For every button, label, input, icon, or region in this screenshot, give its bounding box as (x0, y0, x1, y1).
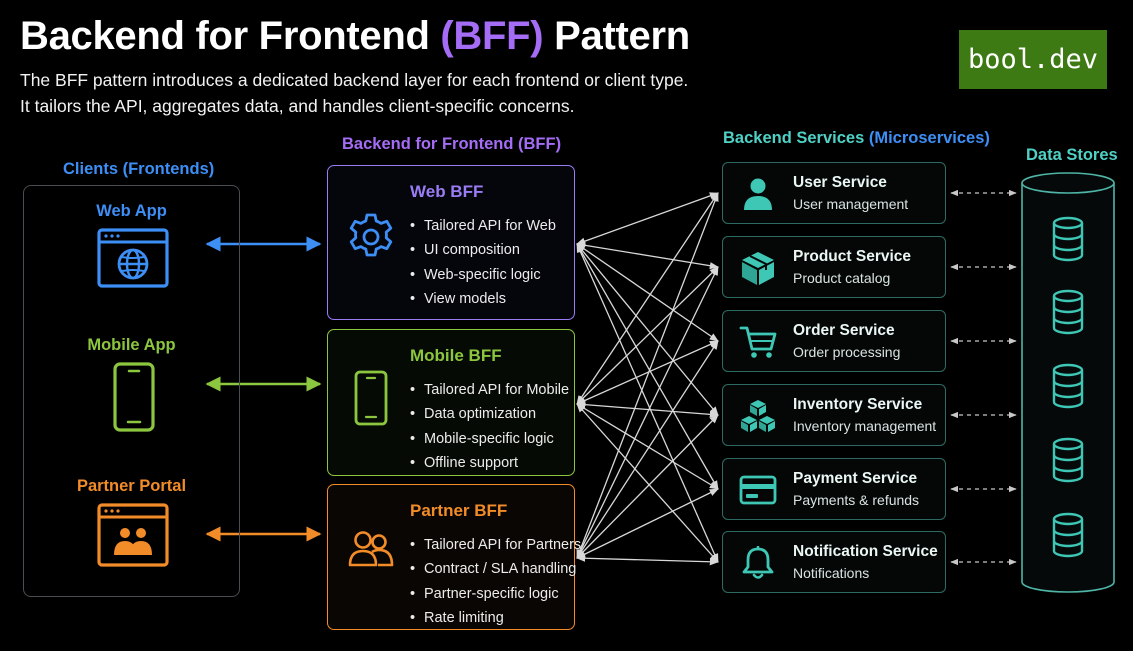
service-desc: Payments & refunds (793, 492, 920, 508)
database-icon (1052, 363, 1084, 409)
clients-heading: Clients (Frontends) (63, 160, 215, 178)
partner-bff-list: Tailored API for Partners Contract / SLA… (410, 535, 581, 632)
service-desc: Inventory management (793, 418, 937, 434)
clients-panel (23, 185, 240, 597)
service-desc: Order processing (793, 344, 901, 360)
list-item: View models (410, 289, 556, 313)
list-item: Rate limiting (410, 608, 581, 632)
client-label-partner: Partner Portal (76, 477, 187, 495)
list-item: Partner-specific logic (410, 584, 581, 608)
list-item: Tailored API for Mobile (410, 380, 569, 404)
payment-service-card[interactable]: Payment Service Payments & refunds (722, 458, 946, 520)
services-heading: Backend Services (Microservices) (723, 129, 990, 147)
service-name: Order Service (793, 322, 895, 339)
bff-service-link (576, 414, 719, 559)
service-desc: Notifications (793, 565, 870, 581)
browser-globe-icon[interactable] (97, 228, 169, 288)
cart-icon (739, 326, 777, 358)
notification-service-card[interactable]: Notification Service Notifications (722, 531, 946, 593)
web-bff-card[interactable]: Web BFF Tailored API for Web UI composit… (327, 165, 575, 320)
inventory-service-card[interactable]: Inventory Service Inventory management (722, 384, 946, 446)
bff-service-link (576, 192, 719, 245)
service-name: Product Service (793, 248, 912, 265)
package-icon (742, 252, 774, 285)
bff-service-link (576, 266, 719, 405)
bell-icon (742, 546, 774, 579)
partner-bff-title: Partner BFF (410, 501, 508, 520)
list-item: Tailored API for Web (410, 216, 556, 240)
list-item: Tailored API for Partners (410, 535, 581, 559)
page-title: Backend for Frontend (BFF) Pattern (20, 14, 690, 58)
bff-service-link (576, 488, 719, 559)
gear-icon (349, 213, 393, 257)
service-name: Payment Service (793, 470, 918, 487)
database-icon (1052, 437, 1084, 483)
client-label-mobile: Mobile App (87, 336, 176, 354)
list-item: Offline support (410, 453, 569, 477)
database-icon (1052, 512, 1084, 558)
web-bff-title: Web BFF (410, 182, 484, 201)
service-name: Inventory Service (793, 396, 923, 413)
smartphone-icon[interactable] (113, 362, 155, 432)
list-item: Mobile-specific logic (410, 429, 569, 453)
service-name: User Service (793, 174, 887, 191)
bff-service-link (576, 243, 719, 490)
bff-service-link (576, 340, 719, 559)
bff-service-link (576, 403, 719, 563)
web-bff-list: Tailored API for Web UI composition Web-… (410, 216, 556, 313)
data-store-cylinder (1021, 172, 1115, 593)
bff-service-link (576, 403, 719, 490)
boxes-icon (741, 400, 775, 432)
brand-logo[interactable]: bool.dev (959, 30, 1107, 89)
mobile-bff-list: Tailored API for Mobile Data optimizatio… (410, 380, 569, 477)
list-item: Data optimization (410, 404, 569, 428)
partner-bff-card[interactable]: Partner BFF Tailored API for Partners Co… (327, 484, 581, 630)
list-item: Web-specific logic (410, 265, 556, 289)
partner-window-icon[interactable] (97, 503, 169, 567)
list-item: Contract / SLA handling (410, 559, 581, 583)
service-name: Notification Service (793, 543, 938, 560)
users-icon (348, 531, 394, 567)
subtitle-line-1: The BFF pattern introduces a dedicated b… (20, 70, 689, 90)
list-item: UI composition (410, 240, 556, 264)
user-icon (744, 178, 772, 210)
database-icon (1052, 216, 1084, 262)
mobile-bff-title: Mobile BFF (410, 346, 502, 365)
mobile-bff-card[interactable]: Mobile BFF Tailored API for Mobile Data … (327, 329, 575, 476)
smartphone-icon (354, 370, 388, 426)
subtitle-line-2: It tailors the API, aggregates data, and… (20, 96, 575, 116)
order-service-card[interactable]: Order Service Order processing (722, 310, 946, 372)
bff-service-link (576, 554, 719, 566)
user-service-card[interactable]: User Service User management (722, 162, 946, 224)
product-service-card[interactable]: Product Service Product catalog (722, 236, 946, 298)
bff-heading: Backend for Frontend (BFF) (342, 135, 562, 153)
client-label-web: Web App (96, 202, 167, 220)
data-stores-heading: Data Stores (1026, 146, 1118, 164)
credit-card-icon (739, 475, 777, 505)
service-desc: User management (793, 196, 909, 212)
bff-service-link (576, 243, 719, 416)
database-icon (1052, 289, 1084, 335)
service-desc: Product catalog (793, 270, 891, 286)
